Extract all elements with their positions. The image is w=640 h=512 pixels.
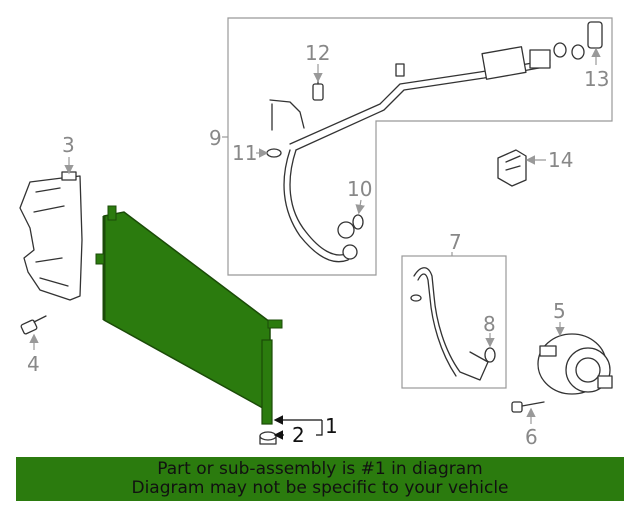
parts-diagram: 3 4 9 12 11 10 13 14 7 8 5 6 1 2	[19, 17, 613, 449]
compressor-part[interactable]	[537, 333, 613, 395]
callout-12: 12	[305, 41, 330, 65]
suction-hose-part[interactable]	[410, 267, 489, 381]
suction-line-box	[401, 255, 507, 389]
cap-2-part[interactable]	[259, 431, 277, 445]
callout-10: 10	[347, 177, 372, 201]
banner-line-1: Part or sub-assembly is #1 in diagram	[157, 459, 483, 479]
callout-6: 6	[525, 425, 538, 449]
part-notice-banner: Part or sub-assembly is #1 in diagram Di…	[16, 457, 624, 501]
callout-8: 8	[483, 312, 496, 336]
callout-1: 1	[325, 414, 338, 438]
bolt-4-part[interactable]	[20, 315, 47, 335]
o-ring-11-part[interactable]	[266, 148, 282, 158]
discharge-hose-part[interactable]	[269, 46, 551, 263]
callout-9: 9	[209, 126, 222, 150]
callout-4: 4	[27, 352, 40, 376]
callout-5: 5	[553, 299, 566, 323]
callout-13: 13	[584, 67, 609, 91]
air-guide-part[interactable]	[19, 171, 83, 301]
bracket-14-part[interactable]	[497, 149, 527, 187]
callout-14: 14	[548, 148, 573, 172]
valve-13-part[interactable]	[553, 21, 603, 60]
banner-line-2: Diagram may not be specific to your vehi…	[131, 478, 509, 498]
callout-11: 11	[232, 141, 257, 165]
o-ring-10-part[interactable]	[352, 214, 364, 230]
callout-7: 7	[449, 230, 462, 254]
condenser-part[interactable]	[95, 205, 283, 425]
callout-3: 3	[62, 133, 75, 157]
pressure-sensor-12-part[interactable]	[312, 79, 324, 101]
hose-assembly-box	[227, 17, 613, 276]
callout-2: 2	[292, 423, 305, 447]
o-ring-8-part[interactable]	[484, 347, 496, 363]
bolt-6-part[interactable]	[511, 401, 545, 413]
